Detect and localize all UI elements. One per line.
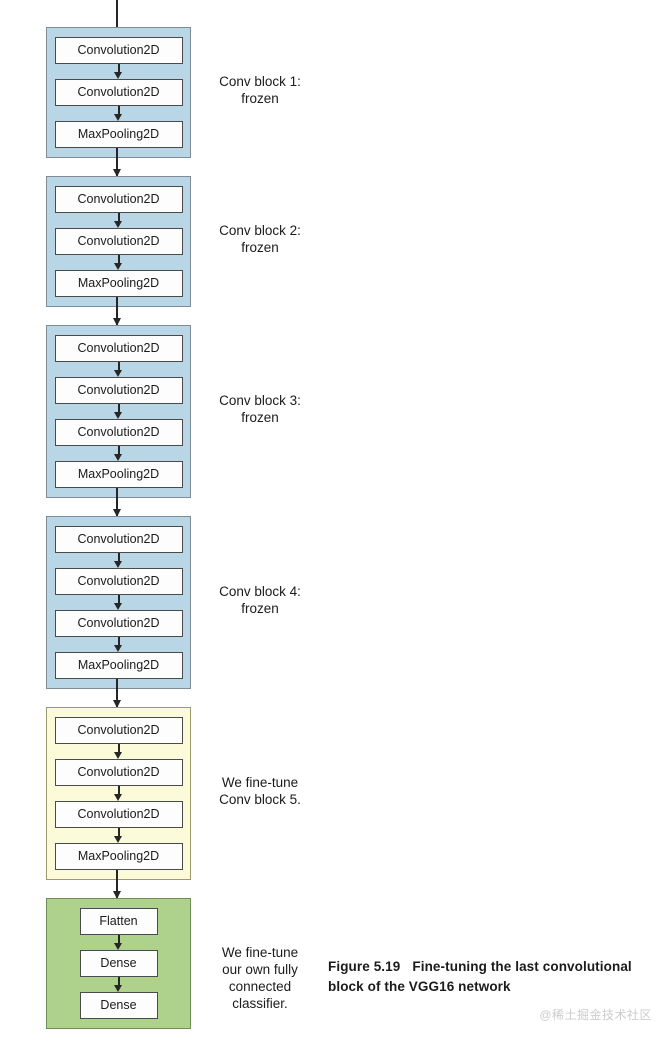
layer-box: Convolution2D [54, 37, 183, 64]
conv-block-1: Convolution2D Convolution2D MaxPooling2D [46, 27, 191, 158]
layer-arrow [47, 553, 190, 568]
layer-arrow [47, 362, 190, 377]
block-padding-top [47, 517, 190, 526]
conv-block-5: Convolution2D Convolution2D Convolution2D M… [46, 707, 191, 880]
block-padding-top [47, 28, 190, 37]
block-connector-arrow [112, 148, 121, 177]
layer-box: Convolution2D [54, 801, 183, 828]
figure-number: Figure 5.19 [328, 959, 401, 974]
block-padding-bottom [47, 297, 190, 306]
layer-box: Dense [79, 992, 158, 1019]
block-padding-top [47, 326, 190, 335]
conv-block-3-annotation: Conv block 3: frozen [219, 392, 301, 425]
block-padding-top [47, 899, 190, 908]
layer-arrow [47, 595, 190, 610]
layer-arrow [47, 935, 190, 950]
layer-arrow [47, 106, 190, 121]
block-padding-top [47, 708, 190, 717]
layer-arrow [47, 404, 190, 419]
conv-block-2: Convolution2D Convolution2D MaxPooling2D [46, 176, 191, 307]
layer-arrow [47, 977, 190, 992]
layer-arrow [47, 637, 190, 652]
layer-box: Convolution2D [54, 377, 183, 404]
figure-caption-text: Fine-tuning the last convolutional block… [328, 959, 632, 995]
layer-box: Convolution2D [54, 228, 183, 255]
classifier-block-annotation: We fine-tune our own fully connected cla… [221, 944, 299, 1012]
layer-arrow [47, 446, 190, 461]
block-padding-bottom [47, 488, 190, 497]
conv-block-4: Convolution2D Convolution2D Convolution2D M… [46, 516, 191, 689]
conv-block-2-annotation: Conv block 2: frozen [219, 222, 301, 255]
block-padding-bottom [47, 148, 190, 157]
watermark: @稀土掘金技术社区 [539, 1008, 652, 1022]
layer-box: MaxPooling2D [54, 843, 183, 870]
layer-box: MaxPooling2D [54, 461, 183, 488]
layer-box: Convolution2D [54, 79, 183, 106]
layer-box: Dense [79, 950, 158, 977]
conv-block-1-annotation: Conv block 1: frozen [219, 73, 301, 106]
block-connector-arrow [112, 488, 121, 517]
layer-box: Convolution2D [54, 186, 183, 213]
block-connector-arrow [112, 679, 121, 708]
layer-arrow [47, 64, 190, 79]
conv-block-4-annotation: Conv block 4: frozen [219, 583, 301, 616]
conv-block-5-annotation: We fine-tune Conv block 5. [219, 774, 301, 807]
layer-box: Convolution2D [54, 568, 183, 595]
layer-arrow [47, 255, 190, 270]
layer-box: MaxPooling2D [54, 270, 183, 297]
layer-box: Convolution2D [54, 335, 183, 362]
block-connector-arrow [112, 870, 121, 899]
layer-box: MaxPooling2D [54, 652, 183, 679]
block-padding-bottom [47, 679, 190, 688]
layer-box: Convolution2D [54, 526, 183, 553]
layer-arrow [47, 828, 190, 843]
block-padding-top [47, 177, 190, 186]
layer-box: MaxPooling2D [54, 121, 183, 148]
layer-arrow [47, 744, 190, 759]
layer-arrow [47, 213, 190, 228]
layer-box: Convolution2D [54, 759, 183, 786]
block-padding-bottom [47, 870, 190, 879]
layer-box: Convolution2D [54, 610, 183, 637]
conv-block-3: Convolution2D Convolution2D Convolution2D M… [46, 325, 191, 498]
layer-arrow [47, 786, 190, 801]
block-connector-arrow [112, 297, 121, 326]
layer-box: Flatten [79, 908, 158, 935]
layer-box: Convolution2D [54, 717, 183, 744]
layer-box: Convolution2D [54, 419, 183, 446]
